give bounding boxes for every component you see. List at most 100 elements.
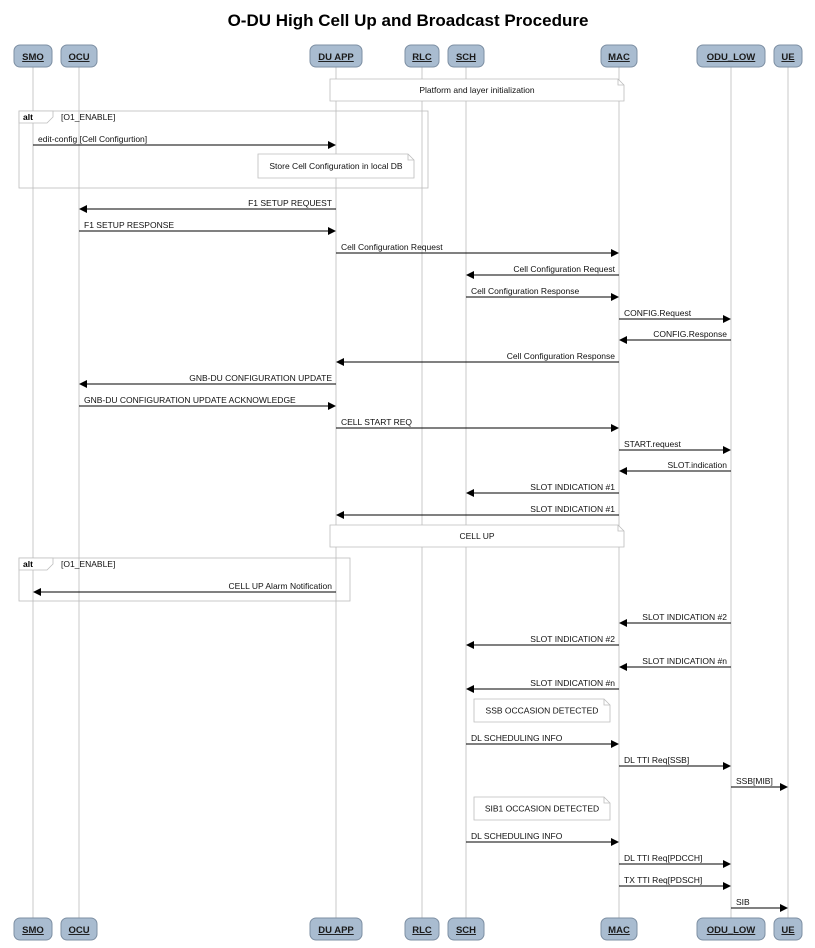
alt-fragment: alt[O1_ENABLE]	[18, 110, 429, 189]
message-label: DL TTI Req[PDCCH]	[624, 853, 702, 863]
note-fold	[603, 699, 610, 706]
alt-fragment-frame	[18, 557, 351, 602]
note: SIB1 OCCASION DETECTED	[473, 796, 611, 821]
participant-odulow-bottom: ODU_LOW	[696, 917, 766, 941]
message: SLOT INDICATION #2	[466, 634, 619, 649]
note-fold	[603, 797, 610, 804]
participant-duapp-bottom: DU APP	[309, 917, 363, 941]
participant-box	[309, 44, 363, 68]
message-label: START.request	[624, 439, 681, 449]
participant-label: MAC	[608, 925, 630, 936]
participant-label: OCU	[68, 925, 89, 936]
message: SLOT INDICATION #1	[336, 504, 619, 519]
participant-label: OCU	[68, 52, 89, 63]
note-text: Platform and layer initialization	[419, 85, 535, 95]
message-label: SLOT INDICATION #2	[642, 612, 727, 622]
participant-label: DU APP	[318, 52, 354, 63]
message-label: Cell Configuration Request	[513, 264, 615, 274]
message: DL TTI Req[SSB]	[619, 755, 731, 770]
participant-label: SMO	[22, 52, 44, 63]
participant-box	[447, 44, 485, 68]
participant-label: ODU_LOW	[707, 925, 756, 936]
note-fold	[617, 525, 624, 532]
message-label: SLOT INDICATION #1	[530, 482, 615, 492]
message-label: SLOT INDICATION #2	[530, 634, 615, 644]
message: SLOT.indication	[619, 460, 731, 475]
message: DL TTI Req[PDCCH]	[619, 853, 731, 868]
message-label: SLOT INDICATION #n	[642, 656, 727, 666]
note-box	[257, 153, 415, 179]
participant-sch-bottom: SCH	[447, 917, 485, 941]
message: SLOT INDICATION #n	[619, 656, 731, 671]
message-label: GNB-DU CONFIGURATION UPDATE ACKNOWLEDGE	[84, 395, 296, 405]
message-label: DL TTI Req[SSB]	[624, 755, 689, 765]
participant-label: RLC	[412, 925, 432, 936]
message: CELL START REQ	[336, 417, 619, 432]
message: GNB-DU CONFIGURATION UPDATE ACKNOWLEDGE	[79, 395, 336, 410]
note: CELL UP	[329, 524, 625, 548]
message-label: CONFIG.Response	[653, 329, 727, 339]
participant-box	[404, 44, 440, 68]
note-fold	[407, 154, 414, 161]
note: Store Cell Configuration in local DB	[257, 153, 415, 179]
participant-rlc-bottom: RLC	[404, 917, 440, 941]
message: Cell Configuration Response	[336, 351, 619, 366]
participant-box	[600, 44, 638, 68]
participant-duapp-top: DU APP	[309, 44, 363, 68]
participant-mac-bottom: MAC	[600, 917, 638, 941]
message-label: DL SCHEDULING INFO	[471, 831, 563, 841]
message: F1 SETUP RESPONSE	[79, 220, 336, 235]
note-text: Store Cell Configuration in local DB	[269, 161, 403, 171]
message-label: GNB-DU CONFIGURATION UPDATE	[189, 373, 332, 383]
message-label: Cell Configuration Request	[341, 242, 443, 252]
note-text: CELL UP	[459, 531, 494, 541]
alt-fragment: alt [O1_ENABLE]	[18, 557, 351, 602]
message-label: TX TTI Req[PDSCH]	[624, 875, 702, 885]
message-label: F1 SETUP RESPONSE	[84, 220, 174, 230]
participant-label: MAC	[608, 52, 630, 63]
participant-sch-top: SCH	[447, 44, 485, 68]
participant-rlc-top: RLC	[404, 44, 440, 68]
message-label: Cell Configuration Response	[471, 286, 579, 296]
message: DL SCHEDULING INFO	[466, 831, 619, 846]
message-label: CELL UP Alarm Notification	[229, 581, 333, 591]
message: F1 SETUP REQUEST	[79, 198, 336, 213]
message: Cell Configuration Response	[466, 286, 619, 301]
participant-label: DU APP	[318, 925, 354, 936]
participant-ocu-top: OCU	[60, 44, 98, 68]
participant-box	[13, 44, 53, 68]
participant-box	[60, 44, 98, 68]
message: SLOT INDICATION #n	[466, 678, 619, 693]
note-text: SIB1 OCCASION DETECTED	[485, 804, 599, 814]
message: CELL UP Alarm Notification	[33, 581, 336, 596]
alt-fragment-keyword: alt	[23, 559, 33, 569]
message: Cell Configuration Request	[466, 264, 619, 279]
note-box	[329, 78, 625, 102]
participant-box	[60, 917, 98, 941]
message-label: edit-config [Cell Configurtion]	[38, 134, 147, 144]
message-label: CONFIG.Request	[624, 308, 692, 318]
message-label: SLOT INDICATION #1	[530, 504, 615, 514]
message-label: Cell Configuration Response	[507, 351, 615, 361]
participant-label: ODU_LOW	[707, 52, 756, 63]
message: SSB[MIB]	[731, 776, 788, 791]
note: SSB OCCASION DETECTED	[473, 698, 611, 723]
alt-fragment-condition: [O1_ENABLE]	[61, 559, 115, 569]
participant-ue-bottom: UE	[773, 917, 803, 941]
message: SLOT INDICATION #1	[466, 482, 619, 497]
participant-box	[404, 917, 440, 941]
participant-label: UE	[781, 52, 794, 63]
participant-odulow-top: ODU_LOW	[696, 44, 766, 68]
participant-box	[773, 44, 803, 68]
note-box	[473, 698, 611, 723]
message: CONFIG.Request	[619, 308, 731, 323]
participant-label: SCH	[456, 925, 476, 936]
alt-fragment-tab	[18, 110, 54, 124]
participant-label: SCH	[456, 52, 476, 63]
note-box	[473, 796, 611, 821]
participant-box	[447, 917, 485, 941]
note-box	[329, 524, 625, 548]
note-fold	[617, 79, 624, 86]
participant-box	[696, 44, 766, 68]
participant-ue-top: UE	[773, 44, 803, 68]
